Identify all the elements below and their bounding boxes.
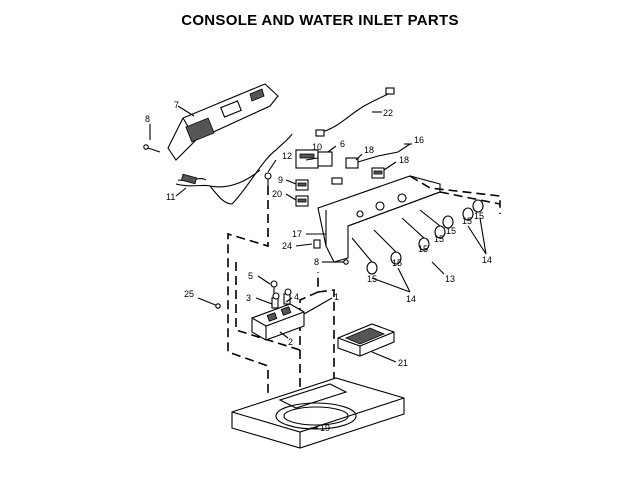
callout-5: 5 <box>248 271 253 281</box>
knob-row <box>351 199 484 275</box>
cabinet-outline-right <box>317 289 335 400</box>
switch-block-10 <box>295 149 333 169</box>
leader-14a <box>371 267 411 293</box>
switch-18-lower <box>371 167 385 179</box>
callout-15-e: 15 <box>446 226 456 236</box>
leader-11 <box>175 187 187 197</box>
dispenser-drawer <box>337 323 395 357</box>
callout-15-f: 15 <box>462 216 472 226</box>
callout-15-b: 15 <box>392 258 402 268</box>
callout-14-a: 14 <box>406 294 416 304</box>
callout-18-upper: 18 <box>364 145 374 155</box>
screw-8-right <box>332 259 349 265</box>
leader-7 <box>177 105 195 117</box>
screw-8-left <box>143 144 161 153</box>
callout-16: 16 <box>414 135 424 145</box>
leader-18b <box>383 161 397 171</box>
callout-1: 1 <box>334 292 339 302</box>
leader-5 <box>257 275 271 285</box>
leader-2 <box>279 331 289 339</box>
cabinet-top <box>231 377 405 449</box>
callout-9: 9 <box>278 175 283 185</box>
callout-20: 20 <box>272 189 282 199</box>
console-frame-outline <box>409 175 501 214</box>
main-console <box>317 175 441 263</box>
callout-3: 3 <box>246 293 251 303</box>
leader-21 <box>371 351 397 363</box>
screw-25 <box>197 297 221 309</box>
rear-console-panel <box>167 83 279 161</box>
callout-15-c: 15 <box>418 244 428 254</box>
clip-12 <box>264 172 272 186</box>
callout-22: 22 <box>383 108 393 118</box>
switch-20 <box>295 195 309 207</box>
callout-12: 12 <box>282 151 292 161</box>
switch-18-upper <box>345 143 411 169</box>
connector-small <box>331 177 343 185</box>
callout-21: 21 <box>398 358 408 368</box>
callout-2: 2 <box>288 337 293 347</box>
callout-8-left: 8 <box>145 114 150 124</box>
wire-harness <box>175 133 293 205</box>
callout-19: 19 <box>320 423 330 433</box>
leader-13 <box>431 261 445 275</box>
callout-15-g: 15 <box>474 211 484 221</box>
leader-12 <box>267 159 277 173</box>
page-title: CONSOLE AND WATER INLET PARTS <box>181 12 459 29</box>
leader-10 <box>305 157 319 161</box>
leader-6 <box>327 145 337 153</box>
leader-20 <box>285 193 297 201</box>
leader-14b <box>467 217 487 255</box>
callout-8-right: 8 <box>314 257 319 267</box>
callout-7: 7 <box>174 100 179 110</box>
water-inlet-valve <box>251 288 305 341</box>
callout-15-a: 15 <box>367 274 377 284</box>
callout-24: 24 <box>282 241 292 251</box>
cabinet-outline-left <box>227 186 269 396</box>
leader-18a <box>355 153 363 161</box>
callout-25: 25 <box>184 289 194 299</box>
leader-4 <box>285 297 293 303</box>
callout-4: 4 <box>294 292 299 302</box>
wire-22 <box>315 87 395 137</box>
callout-13: 13 <box>445 274 455 284</box>
leader-3 <box>255 297 273 305</box>
callout-11: 11 <box>166 192 175 202</box>
callout-labels: 7 8 11 22 6 10 12 16 18 18 9 20 17 24 8 … <box>145 100 492 433</box>
switch-9 <box>295 179 309 191</box>
callout-14-b: 14 <box>482 255 492 265</box>
clip-24 <box>313 239 321 249</box>
callout-17: 17 <box>292 229 302 239</box>
callout-10: 10 <box>312 142 322 152</box>
leader-9 <box>285 179 297 185</box>
callout-6: 6 <box>340 139 345 149</box>
leader-1 <box>303 297 333 315</box>
leader-24 <box>295 243 313 247</box>
valve-screw-5 <box>270 280 278 294</box>
callout-15-d: 15 <box>434 234 444 244</box>
callout-18-lower: 18 <box>399 155 409 165</box>
